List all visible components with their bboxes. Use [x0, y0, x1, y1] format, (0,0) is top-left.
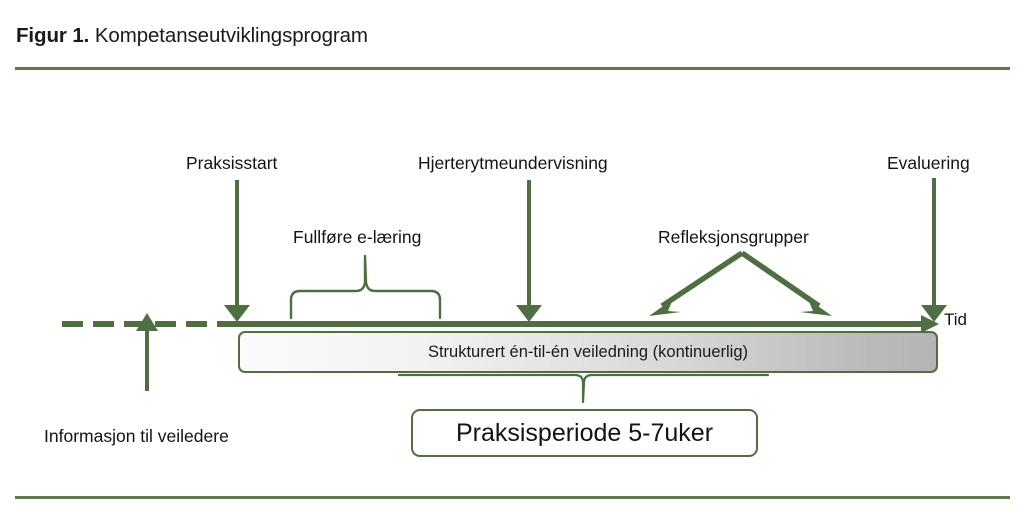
milestone-label-evaluering: Evaluering	[887, 153, 970, 173]
figure-number: Figur 1.	[16, 24, 90, 47]
down-arrow-icon-praksisstart	[224, 180, 250, 322]
diverging-arrows-refleksjonsgrupper	[649, 250, 832, 316]
span-label-refleksjonsgrupper: Refleksjonsgrupper	[658, 227, 809, 247]
down-arrow-icon-hjerterytmeundervisning	[516, 180, 542, 322]
axis-label-tid: Tid	[944, 310, 967, 329]
footer-divider	[15, 496, 1010, 499]
continuous-veiledning-bar-label: Strukturert én-til-én veiledning (kontin…	[427, 342, 749, 361]
below-axis-label-informasjon-til-veiledere: Informasjon til veiledere	[44, 426, 229, 446]
continuous-veiledning-bar: Strukturert én-til-én veiledning (kontin…	[238, 331, 938, 373]
praksisperiode-label: Praksisperiode 5-7uker	[455, 418, 714, 447]
page-title: Figur 1. Kompetanseutviklingsprogram	[16, 24, 368, 48]
timeline-solid-segment	[236, 321, 926, 327]
brace-praksisperiode	[397, 373, 770, 404]
down-arrow-icon-evaluering	[921, 178, 947, 322]
figure-caption: Kompetanseutviklingsprogram	[94, 24, 368, 47]
span-label-fullfore-e-laering: Fullføre e-læring	[293, 227, 422, 247]
brace-fullfore-e-laering	[289, 254, 442, 320]
up-arrow-icon-informasjon-til-veiledere	[136, 313, 158, 391]
header-divider	[15, 67, 1010, 70]
milestone-label-praksisstart: Praksisstart	[186, 153, 278, 173]
praksisperiode-box: Praksisperiode 5-7uker	[411, 409, 758, 457]
milestone-label-hjerterytmeundervisning: Hjerterytmeundervisning	[418, 153, 608, 173]
